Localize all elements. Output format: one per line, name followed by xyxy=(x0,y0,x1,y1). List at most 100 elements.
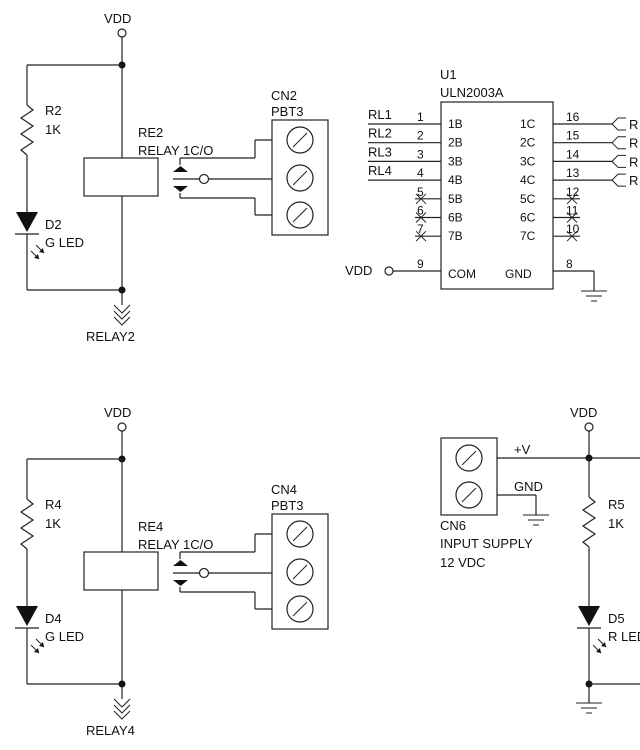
pin-name-gnd: GND xyxy=(505,267,532,281)
ground-icon xyxy=(575,702,603,714)
input-supply-circuit: +V GND CN6 INPUT SUPPLY 12 VDC xyxy=(440,437,640,570)
d4-value: G LED xyxy=(45,629,84,644)
pin-number: 4 xyxy=(417,166,424,180)
resistor-r5 xyxy=(581,496,597,548)
connector-cn4 xyxy=(271,513,329,630)
cn6-ref: CN6 xyxy=(440,518,466,533)
d2-ref: D2 xyxy=(45,217,62,232)
pin-name: 6C xyxy=(520,211,536,225)
screw-terminal-icon xyxy=(455,481,483,509)
u1-ref: U1 xyxy=(440,67,457,82)
d5-value: R LED xyxy=(608,629,640,644)
cn6-value: INPUT SUPPLY xyxy=(440,536,533,551)
pos-supply-label: +V xyxy=(514,442,531,457)
pin-number: 3 xyxy=(417,147,424,161)
screw-terminal-icon xyxy=(286,126,314,154)
connector-cn6 xyxy=(440,437,498,516)
led-d4 xyxy=(15,606,45,654)
pin-name: 2B xyxy=(448,136,463,150)
pin-name: 6B xyxy=(448,211,463,225)
ic-body xyxy=(440,101,554,290)
re4-ref: RE4 xyxy=(138,519,163,534)
vdd-terminal xyxy=(117,422,127,432)
relay2-circuit: VDD R2 1K D2 G LED RELAY2 xyxy=(15,11,329,344)
r4-ref: R4 xyxy=(45,497,62,512)
relay4-contacts xyxy=(173,533,272,610)
pin-name: 4C xyxy=(520,173,536,187)
led-d2 xyxy=(15,212,45,260)
relay-coil-re2 xyxy=(83,157,159,197)
vdd-label: VDD xyxy=(104,11,131,26)
pin-number: 16 xyxy=(566,110,580,124)
cn4-value: PBT3 xyxy=(271,498,304,513)
input-net-label: RL4 xyxy=(368,163,392,178)
screw-terminal-icon xyxy=(286,164,314,192)
re2-value: RELAY 1C/O xyxy=(138,143,213,158)
pin-name: 4B xyxy=(448,173,463,187)
pin-name: 2C xyxy=(520,136,536,150)
screw-terminal-icon xyxy=(286,595,314,623)
cn2-value: PBT3 xyxy=(271,104,304,119)
ic-right-pin: 16 1C R xyxy=(520,110,638,132)
d2-value: G LED xyxy=(45,235,84,250)
d5-ref: D5 xyxy=(608,611,625,626)
re2-ref: RE2 xyxy=(138,125,163,140)
r2-ref: R2 xyxy=(45,103,62,118)
output-net-label: R xyxy=(629,173,638,188)
ground-icon xyxy=(580,290,608,302)
output-net-label: R xyxy=(629,154,638,169)
ic-left-pin: 4 4B RL4 xyxy=(368,163,463,187)
pin-number: 15 xyxy=(566,129,580,143)
relay4-circuit: VDD R4 1K D4 G LED RELAY4 RE4 RELAY xyxy=(15,405,329,738)
u1-value: ULN2003A xyxy=(440,85,504,100)
gnd-supply-label: GND xyxy=(514,479,543,494)
r2-value: 1K xyxy=(45,122,61,137)
re4-value: RELAY 1C/O xyxy=(138,537,213,552)
pin-name: 1C xyxy=(520,117,536,131)
r5-value: 1K xyxy=(608,516,624,531)
ic-left-pin: 6 6B xyxy=(415,204,463,225)
ground-icon xyxy=(522,514,550,526)
cn4-ref: CN4 xyxy=(271,482,297,497)
supply-voltage: 12 VDC xyxy=(440,555,486,570)
pin-name: 1B xyxy=(448,117,463,131)
screw-terminal-icon xyxy=(286,201,314,229)
vdd-label: VDD xyxy=(345,263,372,278)
vdd-terminal xyxy=(584,422,594,432)
pin-number: 7 xyxy=(417,222,424,236)
pin-number: 14 xyxy=(566,147,580,161)
resistor-r4 xyxy=(19,498,35,550)
relay2-net-label: RELAY2 xyxy=(86,329,135,344)
output-net-label: R xyxy=(629,117,638,132)
pin-number: 10 xyxy=(566,222,580,236)
led-d5 xyxy=(577,606,607,654)
output-net-label: R xyxy=(629,136,638,151)
vdd-terminal xyxy=(117,28,127,38)
pin-name: 3C xyxy=(520,154,536,168)
power-led-circuit: VDD R5 1K D5 R LED xyxy=(570,405,640,714)
screw-terminal-icon xyxy=(455,444,483,472)
vdd-label: VDD xyxy=(104,405,131,420)
ic-right-pin: 14 3C R xyxy=(520,147,638,169)
pin-number: 12 xyxy=(566,185,580,199)
pin-number: 11 xyxy=(566,204,579,218)
vdd-terminal xyxy=(384,266,394,276)
pin-name: 5B xyxy=(448,192,463,206)
resistor-r2 xyxy=(19,104,35,156)
input-net-label: RL1 xyxy=(368,107,392,122)
pin-number: 6 xyxy=(417,204,424,218)
relay-coil-re4 xyxy=(83,551,159,591)
r5-ref: R5 xyxy=(608,497,625,512)
cn2-ref: CN2 xyxy=(271,88,297,103)
ic-right-pin: 15 2C R xyxy=(520,129,638,151)
vdd-label: VDD xyxy=(570,405,597,420)
